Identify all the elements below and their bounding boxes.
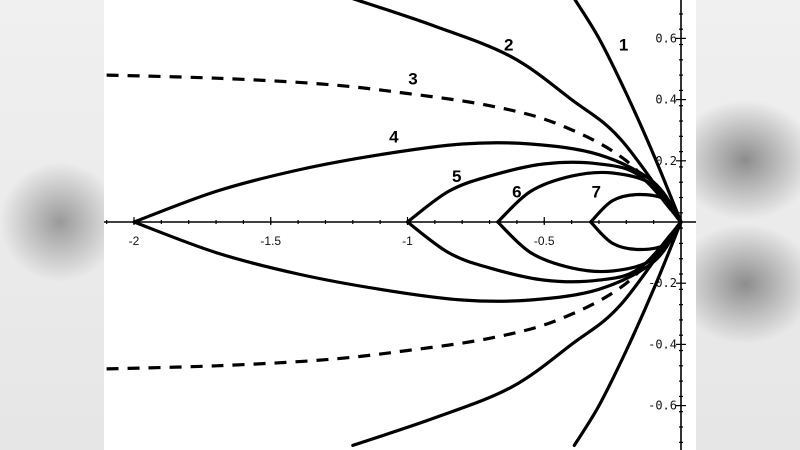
curve-1-upper: [573, 0, 683, 224]
axes: -2-1.5-1-0.50.60.40.2-0.2-0.4-0.6: [104, 0, 696, 450]
curve-2-upper: [352, 0, 683, 224]
curve-5-lower: [405, 220, 683, 284]
x-tick-label: -0.5: [534, 234, 555, 248]
curve-label-6: 6: [512, 183, 521, 202]
x-tick-label: -1: [402, 234, 413, 248]
y-tick-label: -0.4: [648, 337, 677, 351]
curve-2-lower: [351, 220, 683, 447]
curve-label-7: 7: [591, 183, 600, 202]
curve-4-upper: [132, 141, 683, 224]
curve-1-lower: [572, 220, 683, 447]
y-tick-label: 0.6: [655, 31, 677, 45]
curve-7-upper: [589, 192, 683, 224]
x-tick-label: -1.5: [260, 234, 281, 248]
curve-4-lower: [132, 220, 683, 303]
plot-area: -2-1.5-1-0.50.60.40.2-0.2-0.4-0.6 123456…: [104, 0, 696, 450]
curve-label-2: 2: [504, 36, 513, 55]
curve-label-1: 1: [619, 36, 628, 55]
curve-6-lower: [496, 220, 683, 274]
curve-6-upper: [496, 170, 683, 224]
curve-3-upper: [106, 73, 683, 224]
curve-labels: 1 2 3 4 5 6 7: [389, 36, 628, 202]
y-tick-label: 0.2: [655, 154, 677, 168]
curve-label-4: 4: [389, 127, 399, 146]
y-tick-label: 0.4: [655, 93, 677, 107]
x-tick-label: -2: [129, 234, 140, 248]
y-tick-label: -0.6: [648, 399, 677, 413]
curves: [106, 0, 683, 447]
curve-label-5: 5: [452, 167, 461, 186]
curve-7-lower: [589, 220, 683, 252]
curve-3-lower: [106, 220, 683, 371]
curve-5-upper: [405, 160, 683, 224]
curve-label-3: 3: [408, 69, 417, 88]
